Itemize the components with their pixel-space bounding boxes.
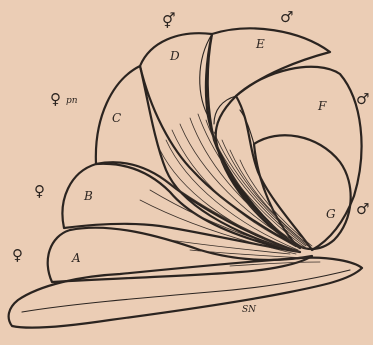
zooid-a xyxy=(48,228,312,282)
label-b: B xyxy=(83,189,93,203)
male-symbol-e: ♂ xyxy=(280,8,293,26)
label-d: D xyxy=(169,49,180,63)
stolon-base xyxy=(9,258,362,328)
female-symbol-b: ♀ xyxy=(34,182,45,200)
female-symbol-a: ♀ xyxy=(12,246,23,264)
zooid-c xyxy=(96,66,290,250)
pn-label: pn xyxy=(66,96,78,106)
label-sn: SN xyxy=(242,305,257,315)
hermaphrodite-symbol-d: ⚥ xyxy=(162,12,176,30)
label-g: G xyxy=(326,207,336,221)
label-c: C xyxy=(112,111,121,125)
label-a: A xyxy=(71,251,81,265)
male-symbol-g: ♂ xyxy=(356,200,369,218)
label-e: E xyxy=(255,37,265,51)
male-symbol-f: ♂ xyxy=(356,90,369,108)
female-symbol-c: ♀ xyxy=(50,90,61,108)
label-f: F xyxy=(317,99,327,113)
